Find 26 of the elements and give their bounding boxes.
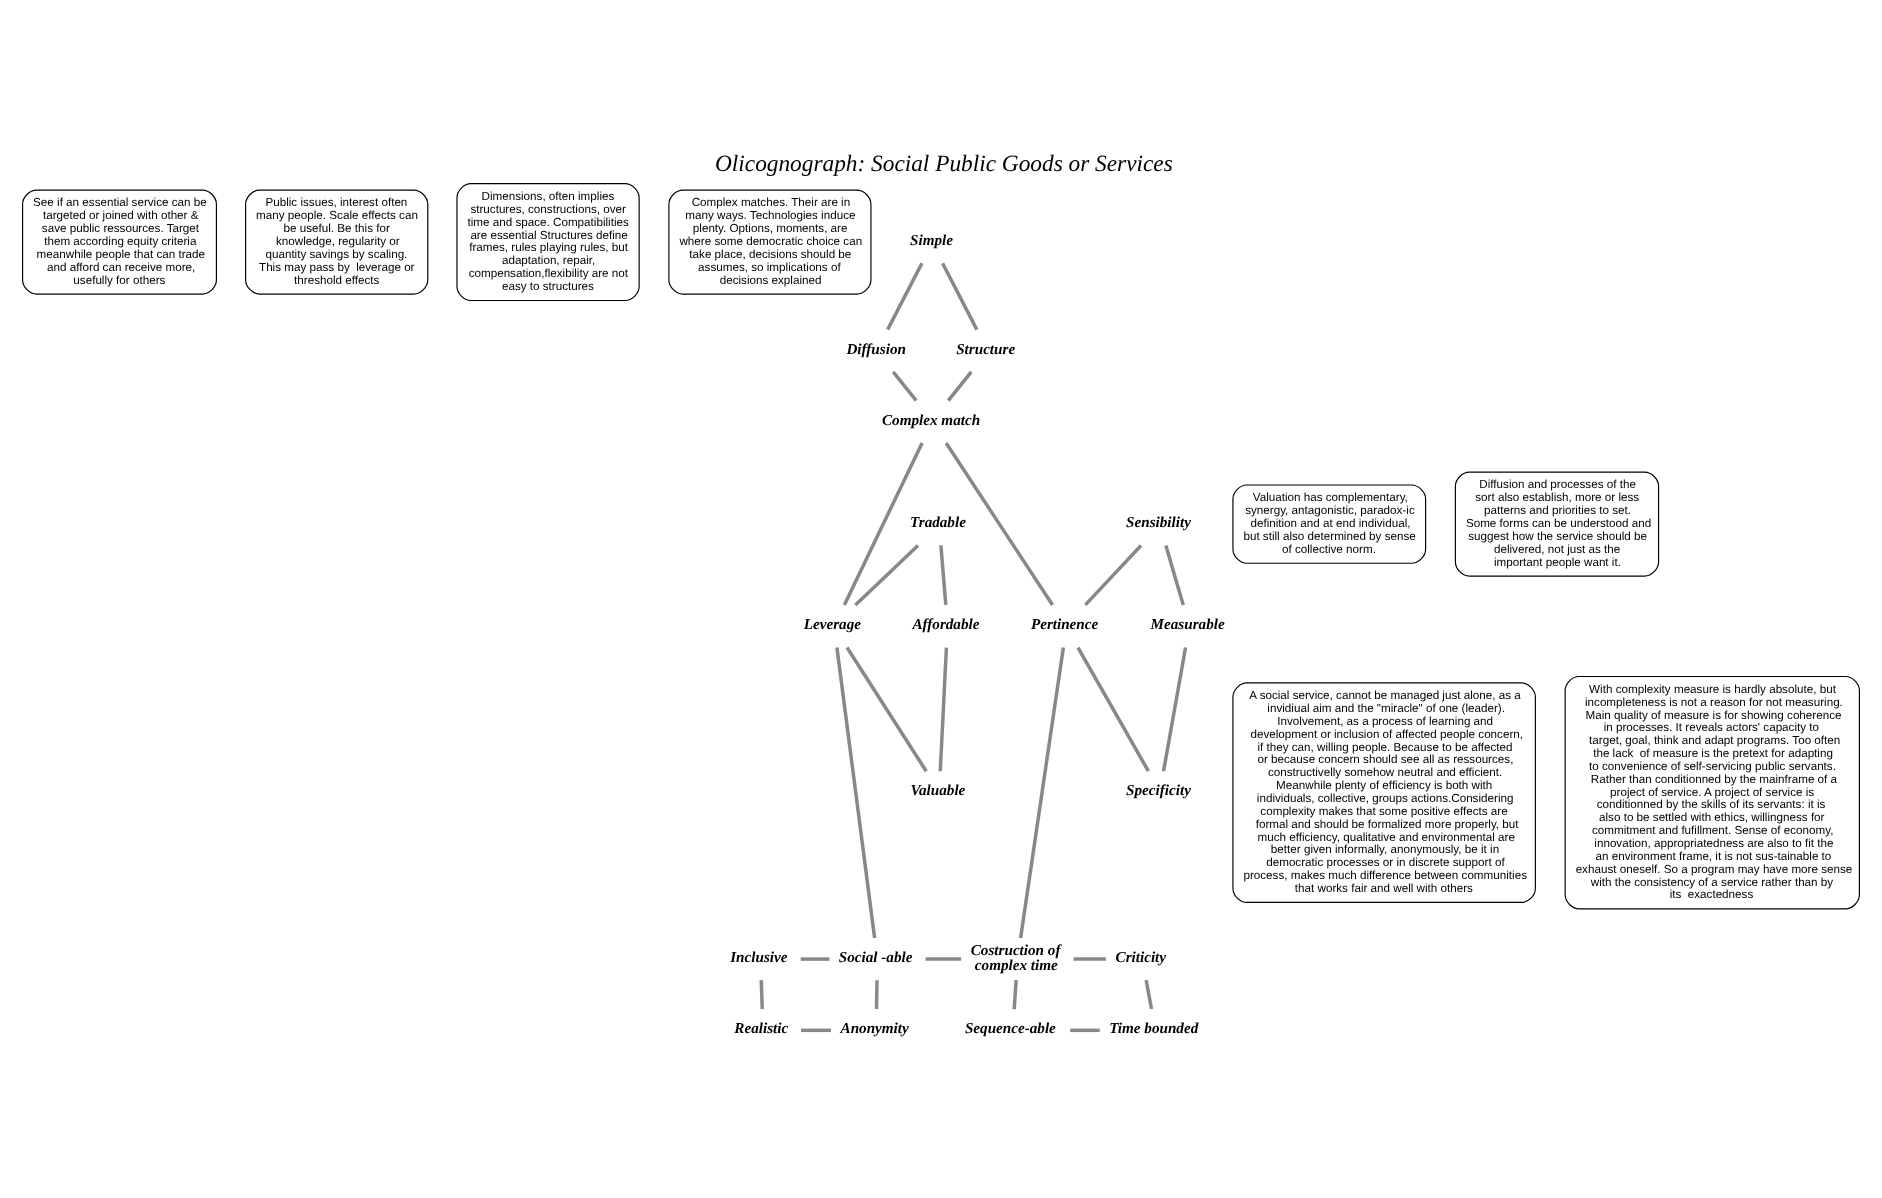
connector	[800, 956, 830, 960]
connector	[946, 369, 973, 401]
connector	[1084, 543, 1143, 606]
connector	[939, 544, 948, 605]
connector	[842, 441, 924, 605]
diagram-title: Olicognograph: Social Public Goods or Services	[715, 149, 1173, 176]
connector	[925, 956, 962, 960]
connector	[1164, 543, 1185, 605]
connector	[1076, 645, 1150, 772]
connector	[1070, 1027, 1100, 1032]
connector	[886, 261, 924, 330]
connector	[1018, 646, 1066, 938]
connector	[854, 543, 920, 606]
connector	[891, 369, 918, 401]
connector	[801, 1027, 831, 1032]
connector	[845, 645, 928, 772]
connector	[938, 646, 949, 771]
connector	[759, 979, 764, 1009]
connector	[944, 441, 1054, 605]
connector	[1012, 979, 1018, 1009]
connector	[835, 646, 877, 938]
connector	[1161, 646, 1188, 771]
connector	[1073, 956, 1106, 960]
connector	[874, 979, 879, 1009]
connector	[941, 261, 979, 330]
connector	[1144, 978, 1154, 1009]
